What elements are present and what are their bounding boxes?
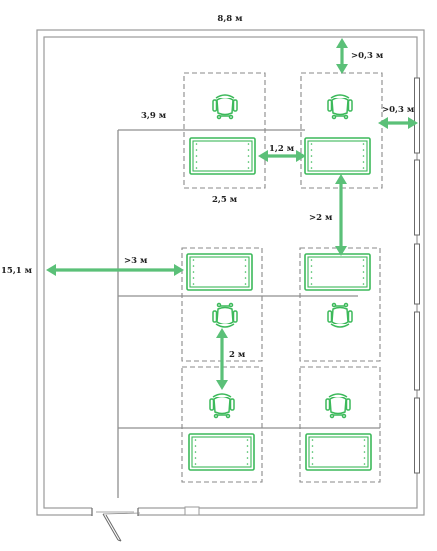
row-spacing-label: >2 м <box>309 213 333 223</box>
arrow-right-clearance <box>378 117 418 129</box>
zone-depth-label: 3,9 м <box>141 111 167 121</box>
desk-icon <box>186 253 253 291</box>
top-clearance-label: >0,3 м <box>351 51 384 61</box>
window-icon <box>414 77 420 474</box>
dimension-arrows <box>46 38 418 390</box>
partitions <box>117 129 380 498</box>
office-chair-icon <box>209 393 235 419</box>
room-length-label: 15,1 м <box>1 266 33 276</box>
desk-gap-label: 1,2 м <box>269 144 295 154</box>
furniture <box>186 94 372 471</box>
office-chair-icon <box>327 94 353 120</box>
arrow-aisle <box>46 264 184 276</box>
arrow-chair-spacing <box>216 328 228 390</box>
zone-bottom-right <box>299 366 381 483</box>
chair-spacing-label: 2 м <box>229 350 246 360</box>
zone-width-label: 2,5 м <box>212 195 238 205</box>
arrow-desk-gap <box>258 150 306 162</box>
arrow-top-clearance <box>336 38 348 74</box>
workstation-zones <box>181 72 383 483</box>
aisle-label: >3 м <box>124 256 148 266</box>
zone-top-left <box>183 72 266 189</box>
office-chair-icon <box>327 302 353 328</box>
right-clearance-label: >0,3 м <box>382 105 415 115</box>
dimension-labels: 8,8 м 15,1 м >0,3 м >0,3 м 3,9 м 2,5 м 1… <box>1 14 415 360</box>
arrow-row-spacing <box>335 174 347 256</box>
room-width-label: 8,8 м <box>217 14 243 24</box>
desk-icon <box>304 137 371 175</box>
door-icon <box>91 507 141 542</box>
office-chair-icon <box>325 393 351 419</box>
office-chair-icon <box>212 94 238 120</box>
desk-icon <box>189 137 256 175</box>
wall-niche <box>184 506 200 516</box>
desk-icon <box>304 253 371 291</box>
office-chair-icon <box>212 302 238 328</box>
desk-icon <box>305 433 372 471</box>
desk-icon <box>188 433 255 471</box>
